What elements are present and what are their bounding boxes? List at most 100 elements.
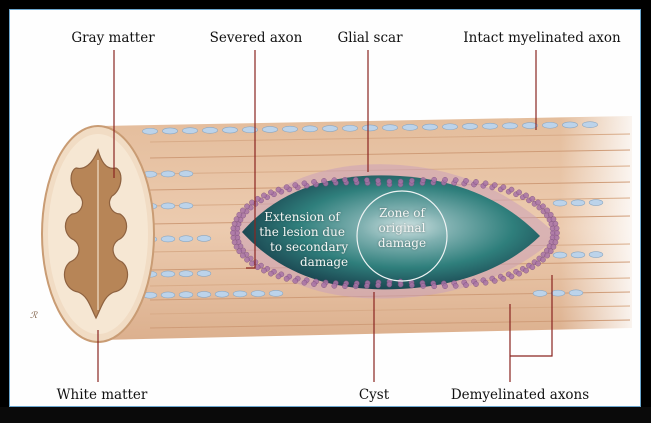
glial-cell [535,200,540,205]
bottom-black-bar [0,407,651,423]
glial-cell [249,200,254,205]
glial-cell [483,280,488,285]
myelin-segment [222,127,237,133]
glial-cell [442,284,447,289]
glial-cell [387,282,392,287]
myelin-segment [251,291,265,297]
myelin-segment [382,125,397,131]
glial-cell [276,274,281,279]
myelin-segment [179,292,193,298]
myelin-segment [197,235,211,241]
myelin-segment [161,236,175,242]
label-gray-matter: Gray matter [71,30,154,46]
myelin-segment [179,203,193,209]
myelin-segment [422,124,437,130]
myelin-segment [197,291,211,297]
myelin-segment [233,291,247,297]
glial-cell [249,261,254,266]
glial-cell [554,235,559,240]
glial-cell [332,283,337,288]
glial-cell [387,179,392,184]
glial-cell [421,177,426,182]
myelin-segment [362,125,377,131]
myelin-segment [542,122,557,128]
glial-cell [473,281,478,286]
glial-cell [442,177,447,182]
glial-cell [364,177,369,182]
svg-text:ℛ: ℛ [30,311,38,321]
label-severed-axon: Severed axon [210,30,303,46]
glial-cell [237,212,242,217]
glial-cell [523,193,528,198]
glial-cell [231,235,236,240]
myelin-segment [162,128,177,134]
glial-cell [545,208,550,213]
myelin-segment [562,122,577,128]
myelin-segment [269,290,283,296]
glial-cell [398,179,403,184]
myelin-segment [161,292,175,298]
glial-cell [302,181,307,186]
extension-of-lesion-text: Extension of the lesion due to secondary… [256,210,348,270]
glial-cell [453,178,458,183]
myelin-segment [161,271,175,277]
myelin-segment [342,125,357,131]
glial-cell [545,253,550,258]
glial-cell [284,276,289,281]
myelin-segment [402,124,417,130]
glial-cell [509,187,514,192]
zone-line-1: Zone of [366,206,438,221]
glial-cell [231,226,236,231]
glial-cell [240,253,245,258]
zone-line-3: damage [366,236,438,251]
glial-cell [398,282,403,287]
glial-cell [353,284,358,289]
glial-cell [553,221,558,226]
myelin-segment [589,252,603,258]
myelin-segment [182,128,197,134]
glial-cell [332,178,337,183]
glial-cell [342,284,347,289]
myelin-segment [302,126,317,132]
glial-cell [353,177,358,182]
label-white-matter: White matter [57,387,148,403]
glial-cell [501,185,506,190]
label-demyelinated-axons: Demyelinated axons [451,387,589,403]
spinal-cord-cross-section: ℛ [30,126,154,342]
myelin-segment [442,124,457,130]
glial-cell [492,278,497,283]
glial-cell [421,283,426,288]
glial-cell [293,278,298,283]
label-glial-scar: Glial scar [337,30,402,46]
myelin-segment [589,200,603,206]
glial-cell [293,182,298,187]
extension-line-3: to secondary [256,240,348,255]
glial-cell [463,283,468,288]
myelin-segment [522,123,537,129]
myelin-segment [553,252,567,258]
myelin-segment [262,126,277,132]
glial-cell [276,187,281,192]
glial-cell [530,265,535,270]
glial-cell [540,257,545,262]
glial-cell [230,230,235,235]
myelin-segment [569,290,583,296]
glial-cell [261,193,266,198]
extension-line-2: the lesion due [256,225,348,240]
extension-line-1: Extension of [256,210,348,225]
glial-cell [321,283,326,288]
myelin-segment [215,291,229,297]
myelin-segment [551,290,565,296]
myelin-segment [571,252,585,258]
glial-cell [453,283,458,288]
glial-cell [244,204,249,209]
glial-cell [409,178,414,183]
glial-cell [244,257,249,262]
glial-cell [409,283,414,288]
glial-cell [516,271,521,276]
label-intact-myelinated-axon: Intact myelinated axon [463,30,620,46]
myelin-segment [582,122,597,128]
zone-of-original-damage-text: Zone of original damage [366,206,438,251]
myelin-segment [322,126,337,132]
